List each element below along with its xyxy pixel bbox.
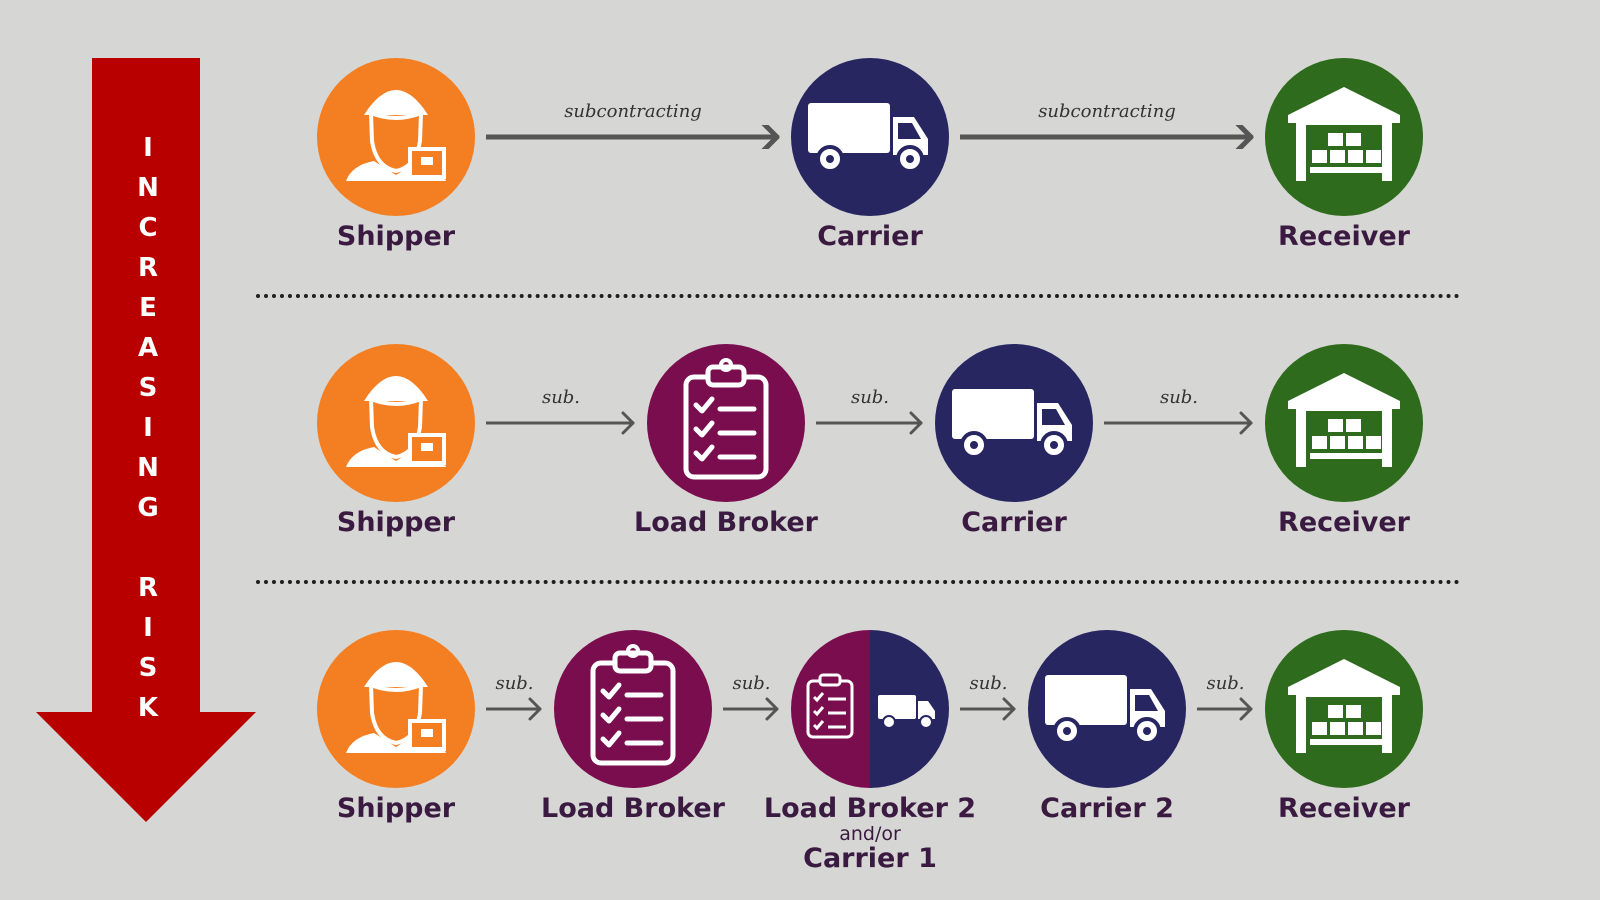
node-label-text: Load Broker: [633, 507, 818, 538]
node-label-text: Receiver: [1278, 793, 1410, 824]
truck-icon: [1027, 629, 1187, 789]
warehouse-icon: [1264, 57, 1424, 217]
node-label-text: Carrier 2: [1040, 793, 1174, 824]
risk-letter: [124, 528, 172, 568]
risk-letter: C: [138, 213, 158, 243]
node-label-connector: and/or: [839, 823, 901, 845]
row-divider: [256, 294, 1460, 298]
clipboard-icon: [646, 343, 806, 503]
node-label: Shipper: [256, 507, 536, 539]
node-label: Receiver: [1204, 793, 1484, 825]
risk-letter: R: [137, 253, 159, 283]
subcontract-label: subcontracting: [564, 101, 702, 122]
risk-letter: G: [137, 493, 159, 523]
shipper-icon: [316, 57, 476, 217]
node-label: Receiver: [1204, 221, 1484, 253]
node-label-text: Receiver: [1278, 507, 1410, 538]
subcontract-label: sub.: [495, 673, 534, 694]
subcontract-label: sub.: [1206, 673, 1245, 694]
subcontract-label: sub.: [541, 387, 581, 408]
subcontract-label: sub.: [969, 673, 1008, 694]
subcontract-label: subcontracting: [1038, 101, 1176, 122]
node-label-text: Receiver: [1278, 221, 1410, 252]
subcontract-arrow: [960, 697, 1017, 721]
node-label-text: Shipper: [336, 221, 456, 252]
risk-letter: R: [137, 573, 159, 603]
risk-arrow-shape: [36, 58, 256, 822]
subcontract-arrow: [1197, 697, 1254, 721]
subcontract-arrow: [816, 411, 924, 435]
warehouse-icon: [1264, 629, 1424, 789]
risk-letter: I: [143, 133, 153, 163]
risk-letter: N: [137, 453, 159, 483]
node-label: Shipper: [256, 221, 536, 253]
subcontract-label: sub.: [850, 387, 890, 408]
subcontract-arrow: [486, 697, 543, 721]
risk-letter: E: [139, 293, 157, 323]
subcontract-arrow: [723, 697, 780, 721]
warehouse-icon: [1264, 343, 1424, 503]
node-label-text: Shipper: [336, 793, 456, 824]
risk-letter: K: [137, 693, 159, 723]
node-label: Load Broker: [586, 507, 866, 539]
node-label: Receiver: [1204, 507, 1484, 539]
shipper-icon: [316, 629, 476, 789]
node-label-text: Shipper: [336, 507, 456, 538]
risk-letter: S: [138, 373, 158, 403]
shipper-icon: [316, 343, 476, 503]
truck-icon: [934, 343, 1094, 503]
node-label: Shipper: [256, 793, 536, 825]
clipboard-truck-icon: [790, 629, 950, 789]
subcontract-arrow: [1104, 411, 1254, 435]
risk-letter: N: [137, 173, 159, 203]
node-label-secondary: Carrier 1: [803, 843, 937, 874]
node-label: Load Broker: [493, 793, 773, 825]
subcontract-arrow: [486, 125, 780, 149]
row-divider: [256, 580, 1460, 584]
clipboard-icon: [553, 629, 713, 789]
risk-letter: S: [138, 653, 158, 683]
truck-icon: [790, 57, 950, 217]
node-label-text: Carrier: [817, 221, 923, 252]
node-label-text: Load Broker: [540, 793, 725, 824]
risk-letter: I: [143, 413, 153, 443]
risk-letter: I: [143, 613, 153, 643]
risk-letter: A: [137, 333, 159, 363]
subcontract-arrow: [960, 125, 1254, 149]
node-label-text: Load Broker 2: [763, 793, 977, 824]
node-label: Carrier: [874, 507, 1154, 539]
node-label: Carrier: [730, 221, 1010, 253]
subcontract-arrow: [486, 411, 636, 435]
subcontract-label: sub.: [732, 673, 771, 694]
subcontract-label: sub.: [1159, 387, 1199, 408]
node-label: Carrier 2: [967, 793, 1247, 825]
node-label-text: Carrier: [961, 507, 1067, 538]
